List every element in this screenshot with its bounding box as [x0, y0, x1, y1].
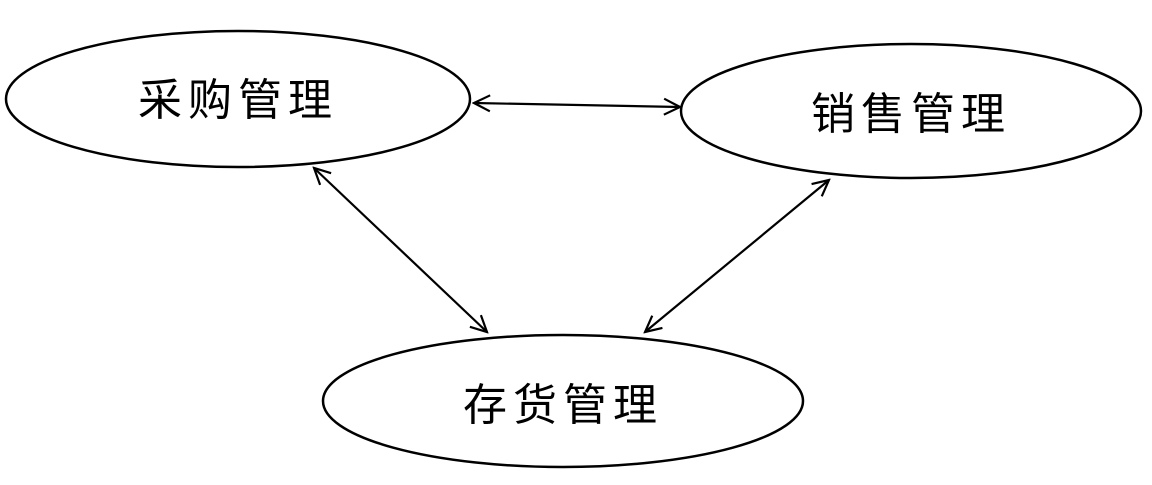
node-inventory: 存货管理 — [321, 333, 805, 469]
node-sales: 销售管理 — [679, 42, 1143, 180]
edge-sales-inventory — [645, 180, 829, 332]
node-sales-label: 销售管理 — [811, 89, 1011, 140]
node-procurement-ellipse — [4, 29, 472, 169]
node-sales-ellipse — [679, 42, 1143, 180]
edge-procurement-inventory — [314, 168, 487, 332]
edges — [314, 103, 829, 332]
node-inventory-ellipse — [321, 333, 805, 469]
node-procurement: 采购管理 — [4, 29, 472, 169]
node-procurement-label: 采购管理 — [138, 75, 338, 126]
edge-procurement-sales — [474, 103, 680, 107]
node-inventory-label: 存货管理 — [463, 380, 663, 431]
